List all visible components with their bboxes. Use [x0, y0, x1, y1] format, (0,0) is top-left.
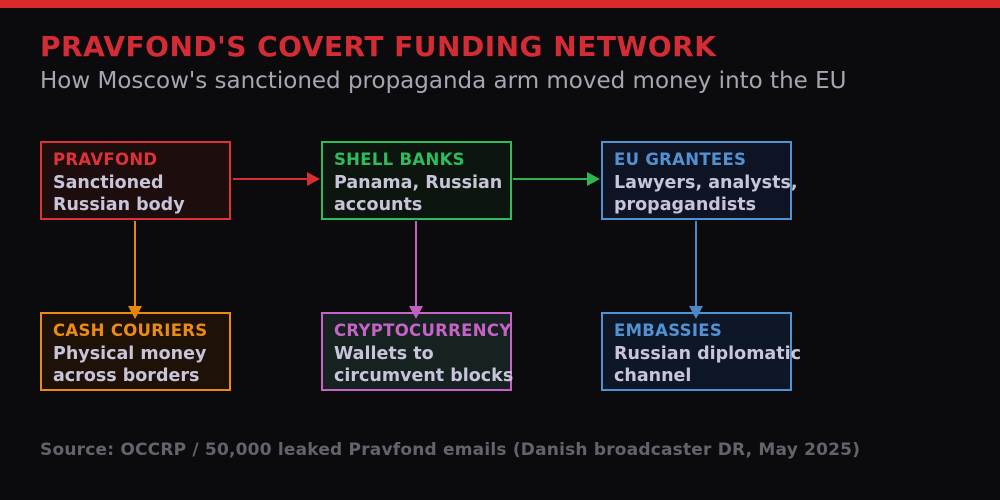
- node-description-line: Russian diplomatic: [614, 344, 801, 364]
- arrow-shaft: [695, 221, 697, 306]
- node-cash-couriers: CASH COURIERS Physical money across bord…: [40, 312, 231, 391]
- node-description-line: circumvent blocks: [334, 366, 514, 386]
- node-title: PRAVFOND: [53, 150, 158, 169]
- node-description-line: Panama, Russian: [334, 173, 503, 193]
- node-cryptocurrency: CRYPTOCURRENCY Wallets to circumvent blo…: [321, 312, 514, 391]
- node-title: CASH COURIERS: [53, 321, 208, 340]
- arrow-head-right-icon: [307, 172, 320, 186]
- page-subtitle: How Moscow's sanctioned propaganda arm m…: [40, 68, 847, 94]
- node-description-line: Russian body: [53, 195, 185, 215]
- node-description-line: across borders: [53, 366, 200, 386]
- node-pravfond: PRAVFOND Sanctioned Russian body: [40, 141, 231, 220]
- arrow-head-right-icon: [587, 172, 600, 186]
- node-title: EU GRANTEES: [614, 150, 747, 169]
- arrow-shaft: [415, 221, 417, 306]
- node-description-line: propagandists: [614, 195, 757, 215]
- arrow-eu-grantees-to-embassies: [689, 221, 703, 319]
- arrow-shaft: [513, 178, 587, 180]
- arrow-pravfond-to-shell-banks: [233, 172, 320, 186]
- node-description-line: Wallets to: [334, 344, 434, 364]
- top-accent-bar: [0, 0, 1000, 8]
- node-title: EMBASSIES: [614, 321, 723, 340]
- page-title: PRAVFOND'S COVERT FUNDING NETWORK: [40, 30, 717, 63]
- node-description-line: channel: [614, 366, 692, 386]
- arrow-pravfond-to-cash-couriers: [128, 221, 142, 319]
- node-shell-banks: SHELL BANKS Panama, Russian accounts: [321, 141, 512, 220]
- arrow-shell-banks-to-cryptocurrency: [409, 221, 423, 319]
- node-description-line: Physical money: [53, 344, 207, 364]
- node-title: SHELL BANKS: [334, 150, 465, 169]
- node-description-line: accounts: [334, 195, 423, 215]
- arrow-shaft: [233, 178, 307, 180]
- node-description-line: Lawyers, analysts,: [614, 173, 798, 193]
- arrow-shell-banks-to-eu-grantees: [513, 172, 600, 186]
- node-description-line: Sanctioned: [53, 173, 164, 193]
- source-note: Source: OCCRP / 50,000 leaked Pravfond e…: [40, 440, 861, 460]
- arrow-head-down-icon: [128, 306, 142, 319]
- node-title: CRYPTOCURRENCY: [334, 321, 512, 340]
- arrow-head-down-icon: [689, 306, 703, 319]
- node-eu-grantees: EU GRANTEES Lawyers, analysts, propagand…: [601, 141, 798, 220]
- arrow-shaft: [134, 221, 136, 306]
- node-embassies: EMBASSIES Russian diplomatic channel: [601, 312, 801, 391]
- arrow-head-down-icon: [409, 306, 423, 319]
